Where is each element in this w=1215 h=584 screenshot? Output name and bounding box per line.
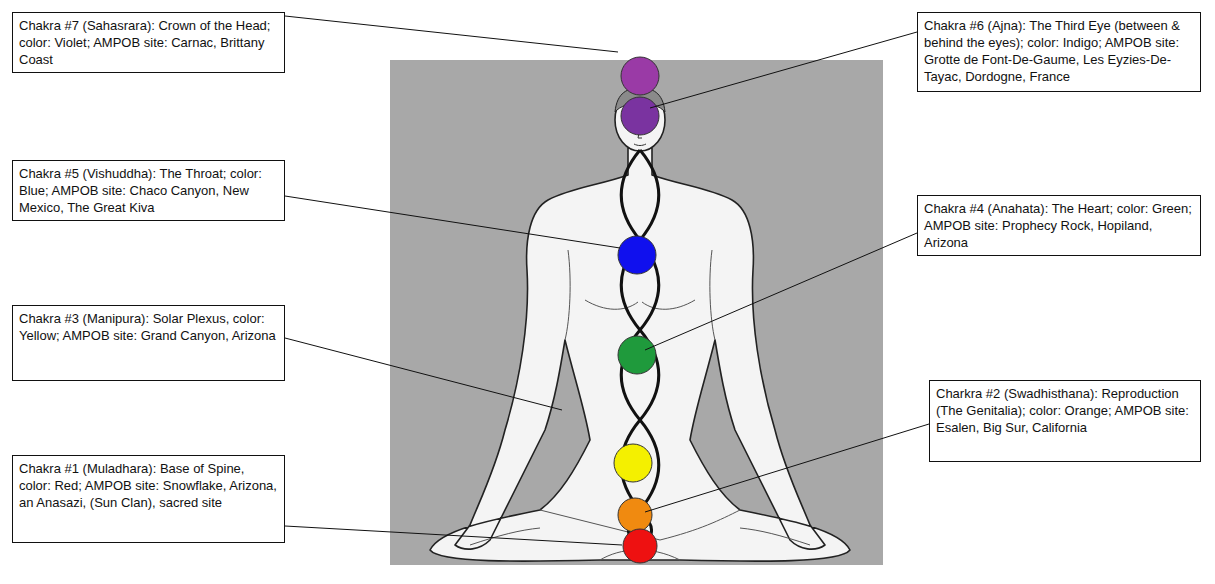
leader-lines: [285, 16, 929, 545]
leader-line: [645, 233, 917, 350]
blue-circle: [618, 236, 656, 274]
violet-circle: [621, 57, 659, 95]
callout-text: Charkra #2 (Swadhisthana): Reproduction …: [936, 385, 1194, 436]
gray-panel: [390, 60, 883, 565]
chakra-callout-box: Chakra #3 (Manipura): Solar Plexus, colo…: [12, 305, 285, 381]
chakra-callout-box: Chakra #1 (Muladhara): Base of Spine, co…: [12, 455, 285, 543]
chakra-callout-box: Charkra #2 (Swadhisthana): Reproduction …: [929, 380, 1201, 462]
yellow-circle: [614, 444, 652, 482]
callout-text: Chakra #7 (Sahasrara): Crown of the Head…: [19, 17, 278, 68]
indigo-circle: [621, 97, 659, 135]
leader-line: [285, 338, 562, 410]
callout-text: Chakra #1 (Muladhara): Base of Spine, co…: [19, 460, 278, 511]
leader-line: [645, 424, 929, 512]
leader-line: [285, 196, 620, 248]
meditating-figure: [430, 148, 850, 561]
callout-text: Chakra #6 (Ajna): The Third Eye (between…: [924, 17, 1194, 85]
chakra-callout-box: Chakra #6 (Ajna): The Third Eye (between…: [917, 12, 1201, 92]
leader-line: [285, 526, 622, 545]
chakra-callout-box: Chakra #4 (Anahata): The Heart; color: G…: [917, 195, 1201, 256]
red-circle: [623, 529, 657, 563]
green-circle: [618, 336, 656, 374]
figure-head: [615, 89, 665, 151]
chakra-circles: [614, 57, 659, 563]
callout-text: Chakra #3 (Manipura): Solar Plexus, colo…: [19, 310, 278, 344]
leader-line: [650, 32, 917, 108]
callout-text: Chakra #4 (Anahata): The Heart; color: G…: [924, 200, 1194, 251]
orange-circle: [618, 498, 652, 532]
figure-details: [470, 250, 810, 560]
leader-line: [285, 16, 618, 52]
chakra-callout-box: Chakra #5 (Vishuddha): The Throat; color…: [12, 160, 285, 221]
callout-text: Chakra #5 (Vishuddha): The Throat; color…: [19, 165, 278, 216]
chakra-callout-box: Chakra #7 (Sahasrara): Crown of the Head…: [12, 12, 285, 73]
